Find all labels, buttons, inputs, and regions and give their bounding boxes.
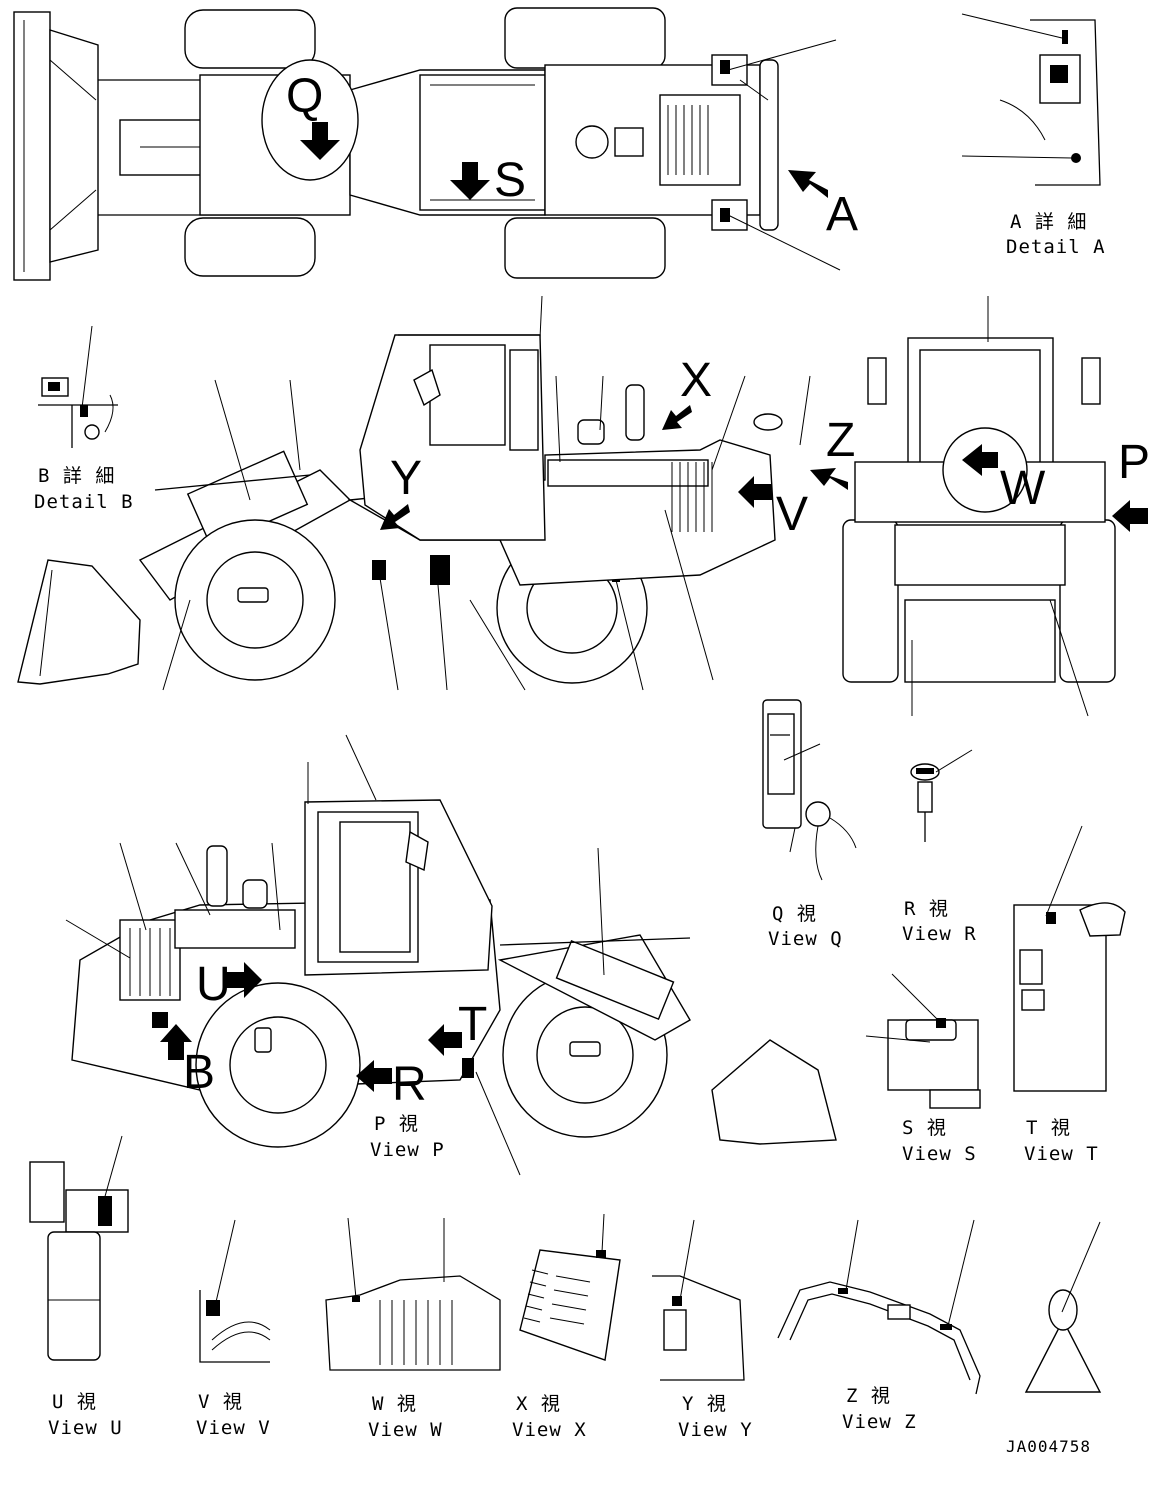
- view-x-caption-jp: X 視: [516, 1393, 561, 1415]
- callout-a-arrow: [788, 170, 828, 198]
- view-v-caption-en: View V: [196, 1417, 271, 1439]
- callout-p-arrow: [1112, 500, 1148, 532]
- callout-t-arrow: [428, 1024, 462, 1056]
- view-z: Z 視 View Z: [777, 1219, 981, 1433]
- view-t: T 視 View T: [1013, 825, 1126, 1165]
- view-w-caption-en: View W: [368, 1419, 443, 1441]
- view-t-caption-jp: T 視: [1026, 1117, 1071, 1139]
- view-r-caption-en: View R: [902, 923, 977, 945]
- view-p-caption-en: View P: [370, 1139, 445, 1161]
- detail-a-caption-en: Detail A: [1006, 236, 1106, 258]
- callout-x-label: X: [680, 354, 712, 407]
- callout-x-arrow: [662, 405, 692, 430]
- view-p-caption-jp: P 視: [374, 1113, 419, 1135]
- detail-b: B 詳 細 Detail B: [34, 325, 134, 513]
- callout-a-label: A: [826, 188, 858, 241]
- callout-u-arrow: [226, 962, 262, 998]
- callout-z-arrow: [810, 468, 848, 490]
- callout-p-label: P: [1118, 436, 1149, 489]
- callout-r-arrow: [356, 1060, 392, 1092]
- callout-v-label: V: [776, 488, 808, 541]
- view-r: R 視 View R: [902, 749, 977, 945]
- callout-w-arrow: [962, 444, 998, 476]
- view-r-caption-jp: R 視: [904, 898, 949, 920]
- detail-a: A 詳 細 Detail A: [961, 13, 1106, 258]
- view-v: V 視 View V: [196, 1219, 271, 1439]
- view-w-caption-jp: W 視: [372, 1393, 417, 1415]
- view-y-caption-en: View Y: [678, 1419, 753, 1441]
- detail-b-caption-jp: B 詳 細: [38, 465, 115, 487]
- callout-q-arrow: [300, 122, 340, 160]
- drawing-id: JA004758: [1006, 1437, 1091, 1456]
- callout-z-label: Z: [826, 414, 855, 467]
- callout-b-label: B: [183, 1046, 215, 1099]
- callout-q-label: Q: [286, 70, 323, 123]
- detail-a-caption-jp: A 詳 細: [1010, 211, 1087, 233]
- right-side-view: U B T R P 視 View P: [65, 734, 837, 1176]
- view-v-caption-jp: V 視: [198, 1391, 243, 1413]
- rear-view: W P: [842, 296, 1149, 717]
- callout-b-arrow: [160, 1024, 192, 1060]
- view-y: Y 視 View Y: [652, 1219, 753, 1441]
- view-t-caption-en: View T: [1024, 1143, 1099, 1165]
- view-u-caption-jp: U 視: [52, 1391, 97, 1413]
- view-z-caption-jp: Z 視: [846, 1385, 891, 1407]
- view-u-caption-en: View U: [48, 1417, 123, 1439]
- detail-b-caption-en: Detail B: [34, 491, 134, 513]
- top-view: Q S A: [13, 7, 858, 281]
- view-w: W 視 View W: [325, 1217, 501, 1441]
- callout-t-label: T: [458, 998, 487, 1051]
- view-u: U 視 View U: [29, 1135, 129, 1439]
- view-x-caption-en: View X: [512, 1419, 587, 1441]
- callout-u-label: U: [196, 958, 231, 1011]
- callout-s-label: S: [494, 154, 526, 207]
- view-s: S 視 View S: [865, 973, 981, 1165]
- view-q-caption-jp: Q 視: [772, 903, 817, 925]
- view-z-caption-en: View Z: [842, 1411, 917, 1433]
- view-x: X 視 View X: [512, 1213, 621, 1441]
- callout-y-arrow: [380, 504, 410, 530]
- view-y-caption-jp: Y 視: [682, 1393, 727, 1415]
- callout-w-label: W: [1000, 462, 1046, 515]
- callout-s-arrow: [450, 162, 490, 200]
- view-s-caption-jp: S 視: [902, 1117, 947, 1139]
- view-q-caption-en: View Q: [768, 928, 843, 950]
- left-side-view: X Y Z V: [17, 295, 855, 691]
- view-s-caption-en: View S: [902, 1143, 977, 1165]
- callout-y-label: Y: [390, 452, 422, 505]
- callout-v-arrow: [738, 476, 772, 508]
- view-q: Q 視 View Q: [762, 699, 857, 950]
- callout-r-label: R: [392, 1058, 427, 1111]
- safety-triangle-icon: [1024, 1221, 1102, 1393]
